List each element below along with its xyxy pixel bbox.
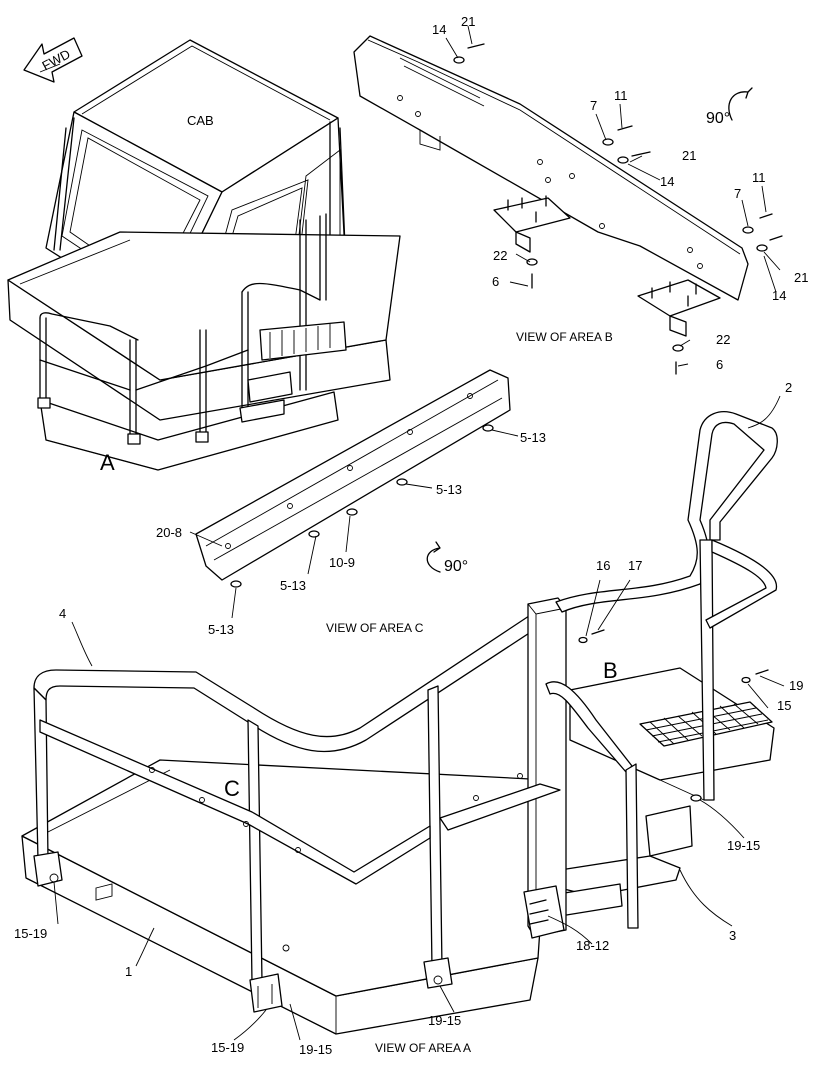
rotation-b-label: 90° bbox=[706, 110, 730, 127]
fwd-arrow-icon bbox=[23, 37, 83, 83]
callout-22: 22 bbox=[716, 332, 730, 347]
callout-18-12: 18-12 bbox=[576, 938, 609, 953]
view-area-c-bracket bbox=[195, 369, 511, 588]
callout-10-9: 10-9 bbox=[329, 555, 355, 570]
area-a-label: A bbox=[100, 450, 115, 475]
callout-1: 1 bbox=[125, 964, 132, 979]
area-b-label: B bbox=[603, 658, 618, 683]
callout-5-13: 5-13 bbox=[436, 482, 462, 497]
callout-20-8: 20-8 bbox=[156, 525, 182, 540]
view-area-c-title: VIEW OF AREA C bbox=[326, 621, 424, 635]
callout-15: 15 bbox=[777, 698, 791, 713]
callout-14: 14 bbox=[432, 22, 446, 37]
cab-label: CAB bbox=[187, 113, 214, 128]
cab-assembly bbox=[7, 39, 401, 471]
callout-5-13: 5-13 bbox=[280, 578, 306, 593]
callout-5-13: 5-13 bbox=[520, 430, 546, 445]
callout-11: 11 bbox=[752, 170, 766, 185]
callout-19-15: 19-15 bbox=[727, 838, 760, 853]
callout-2: 2 bbox=[785, 380, 792, 395]
view-area-b-title: VIEW OF AREA B bbox=[516, 330, 613, 344]
callout-17: 17 bbox=[628, 558, 642, 573]
callout-21: 21 bbox=[461, 14, 475, 29]
callout-19-15: 19-15 bbox=[428, 1013, 461, 1028]
callout-15-19: 15-19 bbox=[14, 926, 47, 941]
callout-7: 7 bbox=[590, 98, 597, 113]
callout-5-13: 5-13 bbox=[208, 622, 234, 637]
callout-11: 11 bbox=[614, 88, 628, 103]
callout-15-19: 15-19 bbox=[211, 1040, 244, 1055]
callout-4: 4 bbox=[59, 606, 66, 621]
callout-3: 3 bbox=[729, 928, 736, 943]
callout-6: 6 bbox=[492, 274, 499, 289]
callout-21: 21 bbox=[682, 148, 696, 163]
callout-14: 14 bbox=[660, 174, 674, 189]
rotation-c-label: 90° bbox=[444, 558, 468, 575]
view-area-b-bracket bbox=[353, 35, 783, 375]
callout-22: 22 bbox=[493, 248, 507, 263]
rotate-90-icon bbox=[426, 541, 441, 573]
view-area-a-title: VIEW OF AREA A bbox=[375, 1041, 471, 1055]
callout-19: 19 bbox=[789, 678, 803, 693]
callout-16: 16 bbox=[596, 558, 610, 573]
rotate-90-icon bbox=[728, 87, 753, 121]
callout-6: 6 bbox=[716, 357, 723, 372]
view-area-a-platform bbox=[21, 411, 778, 1035]
callout-14: 14 bbox=[772, 288, 786, 303]
callout-21: 21 bbox=[794, 270, 808, 285]
callout-7: 7 bbox=[734, 186, 741, 201]
callout-19-15: 19-15 bbox=[299, 1042, 332, 1057]
area-c-label: C bbox=[224, 776, 240, 801]
